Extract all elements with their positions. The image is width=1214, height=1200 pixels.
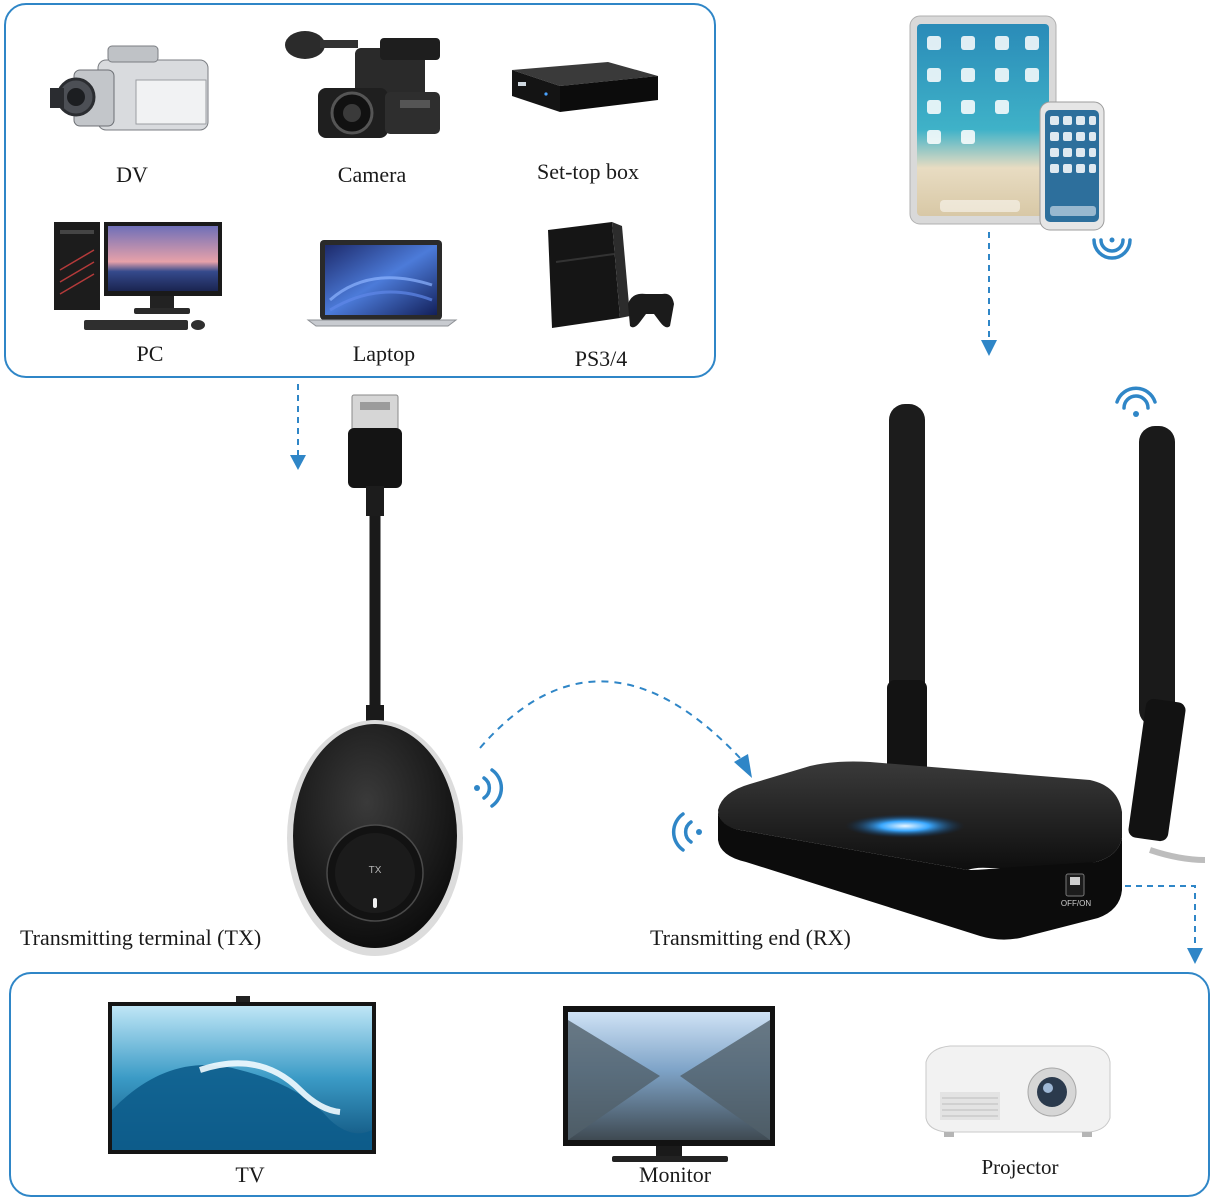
wireless-signal-icon: [474, 768, 504, 808]
device-label-camera: Camera: [337, 162, 407, 187]
pc-icon: [54, 222, 222, 330]
tx-dongle: TX: [287, 394, 463, 956]
power-switch-label: OFF/ON: [1061, 899, 1091, 908]
set-top-box-icon: [512, 62, 658, 112]
tx-button-label: TX: [369, 865, 382, 876]
camera-icon: [285, 31, 440, 138]
monitor-icon: [563, 1006, 775, 1162]
laptop-icon: [306, 240, 458, 327]
display-devices-panel: [9, 972, 1210, 1197]
device-label-tv: TV: [235, 1162, 265, 1187]
source-devices-panel: [4, 3, 716, 378]
wireless-signal-icon: [671, 812, 702, 852]
dv-camcorder-icon: [50, 45, 209, 131]
arrow-down-icon: [1125, 885, 1203, 964]
phone-icon: [1039, 101, 1105, 231]
device-label-monitor: Monitor: [638, 1162, 712, 1187]
rx-receiver: OFF/ON: [718, 404, 1206, 940]
device-label-projector: Projector: [981, 1155, 1059, 1179]
device-label-set-top-box: Set-top box: [536, 159, 640, 184]
device-label-ps: PS3/4: [574, 346, 628, 371]
device-label-pc: PC: [136, 341, 164, 366]
device-label-laptop: Laptop: [352, 341, 416, 366]
game-console-icon: [548, 222, 674, 328]
arrow-down-icon: [981, 232, 997, 356]
tx-label: Transmitting terminal (TX): [20, 925, 262, 950]
rx-label: Transmitting end (RX): [650, 925, 851, 950]
projector-icon: [925, 1045, 1111, 1137]
tv-icon: [108, 996, 376, 1154]
tablet-icon: [909, 15, 1057, 225]
wifi-icon: [1115, 386, 1157, 417]
device-label-dv: DV: [116, 162, 148, 187]
wifi-icon: [1092, 237, 1132, 260]
arrow-down-icon: [290, 384, 306, 470]
arrow-curve-icon: [479, 680, 752, 778]
